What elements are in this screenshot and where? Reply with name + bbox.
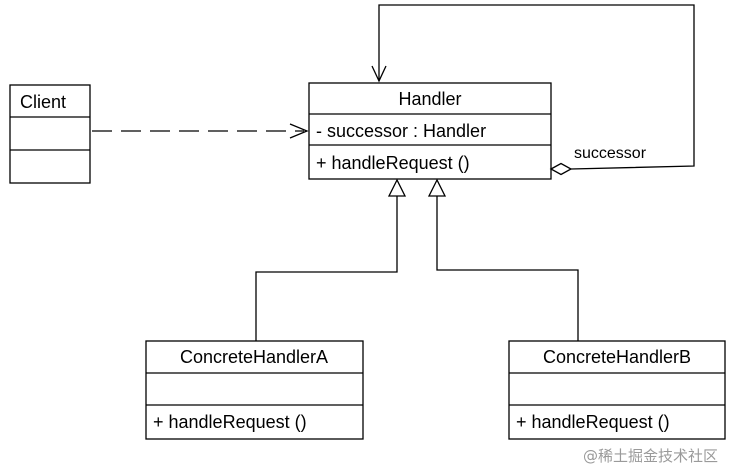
dependency-arrowhead xyxy=(289,123,309,139)
handler-attribute-successor: - successor : Handler xyxy=(316,121,486,141)
concrete-handler-a-class: ConcreteHandlerA + handleRequest () xyxy=(145,340,364,440)
client-class: Client xyxy=(9,84,91,184)
aggregation-diamond xyxy=(549,162,573,176)
concrete-handler-b-box xyxy=(508,340,726,440)
successor-association-line xyxy=(378,4,695,170)
generalization-a xyxy=(255,178,407,341)
client-box xyxy=(9,84,91,184)
successor-arrowhead xyxy=(371,65,387,83)
handler-class: Handler - successor : Handler + handleRe… xyxy=(308,82,552,180)
concrete-handler-a-operation: + handleRequest () xyxy=(153,412,307,432)
handler-box xyxy=(308,82,552,180)
concrete-handler-a-class-name: ConcreteHandlerA xyxy=(180,347,328,367)
generalization-b xyxy=(427,178,579,341)
client-class-name: Client xyxy=(20,92,66,112)
concrete-handler-b-class: ConcreteHandlerB + handleRequest () xyxy=(508,340,726,440)
successor-role-label: successor xyxy=(574,145,647,162)
concrete-handler-b-operation: + handleRequest () xyxy=(516,412,670,432)
successor-self-association: successor xyxy=(371,4,695,176)
client-handler-dependency xyxy=(92,123,309,139)
generalization-a-line xyxy=(255,196,398,341)
handler-class-name: Handler xyxy=(398,89,461,109)
generalization-b-triangle xyxy=(427,178,447,197)
concrete-handler-b-class-name: ConcreteHandlerB xyxy=(543,347,691,367)
watermark-text: @稀土掘金技术社区 xyxy=(583,447,718,465)
generalization-b-line xyxy=(436,196,579,341)
concrete-handler-a-box xyxy=(145,340,364,440)
handler-operation-handlerequest: + handleRequest () xyxy=(316,153,470,173)
generalization-a-triangle xyxy=(387,178,407,197)
